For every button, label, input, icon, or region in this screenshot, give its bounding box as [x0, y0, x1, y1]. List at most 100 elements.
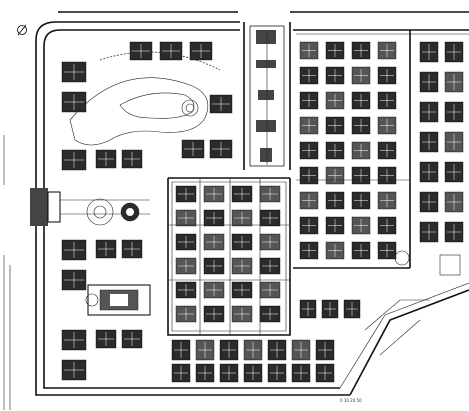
building: [299, 91, 319, 110]
building: [231, 257, 253, 275]
building: [61, 359, 87, 381]
building: [203, 185, 225, 203]
building: [325, 216, 345, 235]
building: [343, 299, 361, 319]
building: [315, 363, 335, 383]
north-arrow-icon: [17, 24, 27, 36]
building: [259, 281, 281, 299]
building: [61, 269, 87, 291]
building: [325, 141, 345, 160]
building: [351, 66, 371, 85]
building: [129, 41, 153, 61]
building: [203, 305, 225, 323]
building: [95, 239, 117, 259]
building: [299, 116, 319, 135]
building: [325, 241, 345, 260]
building: [171, 363, 191, 383]
building: [203, 281, 225, 299]
building: [171, 339, 191, 361]
building-blocks: [61, 41, 464, 383]
building: [444, 101, 464, 123]
building: [377, 166, 397, 185]
building: [243, 363, 263, 383]
building: [121, 239, 143, 259]
building: [351, 141, 371, 160]
building: [219, 363, 239, 383]
building: [419, 41, 439, 63]
building: [444, 221, 464, 243]
central-boulevard: [243, 22, 291, 170]
building: [377, 41, 397, 60]
building: [231, 305, 253, 323]
building: [231, 209, 253, 227]
building: [189, 41, 213, 61]
building: [419, 221, 439, 243]
building: [231, 233, 253, 251]
building: [291, 363, 311, 383]
building: [159, 41, 183, 61]
building: [419, 71, 439, 93]
building: [351, 116, 371, 135]
building: [321, 299, 339, 319]
building: [219, 339, 239, 361]
building: [419, 161, 439, 183]
building: [243, 339, 263, 361]
building: [175, 305, 197, 323]
building: [181, 139, 205, 159]
building: [377, 216, 397, 235]
building: [61, 239, 87, 261]
building: [231, 281, 253, 299]
building: [444, 41, 464, 63]
building: [444, 131, 464, 153]
building: [444, 71, 464, 93]
building: [95, 149, 117, 169]
building: [351, 216, 371, 235]
building: [325, 91, 345, 110]
building: [299, 241, 319, 260]
building: [419, 131, 439, 153]
building: [175, 185, 197, 203]
building: [175, 233, 197, 251]
building: [291, 339, 311, 361]
building: [325, 116, 345, 135]
building: [175, 257, 197, 275]
building: [351, 41, 371, 60]
building: [209, 139, 233, 159]
building: [61, 91, 87, 113]
building: [121, 329, 143, 349]
building: [259, 209, 281, 227]
building: [209, 94, 233, 114]
clubhouse: [85, 284, 151, 316]
building: [231, 185, 253, 203]
building: [259, 233, 281, 251]
building: [259, 305, 281, 323]
building: [377, 241, 397, 260]
building: [325, 166, 345, 185]
building: [175, 209, 197, 227]
building: [195, 339, 215, 361]
building: [203, 209, 225, 227]
building: [299, 166, 319, 185]
building: [444, 161, 464, 183]
building: [299, 66, 319, 85]
roundabout: [86, 198, 140, 226]
building: [299, 299, 317, 319]
building: [444, 191, 464, 213]
building: [267, 363, 287, 383]
internal-streets: [167, 29, 469, 336]
garden-water-feature: [69, 51, 221, 146]
building: [203, 257, 225, 275]
building: [377, 141, 397, 160]
building: [299, 216, 319, 235]
building: [351, 241, 371, 260]
building: [61, 149, 87, 171]
building: [121, 149, 143, 169]
building: [325, 41, 345, 60]
building: [267, 339, 287, 361]
building: [299, 141, 319, 160]
building: [95, 329, 117, 349]
building: [325, 66, 345, 85]
building: [377, 116, 397, 135]
building: [351, 191, 371, 210]
building: [175, 281, 197, 299]
